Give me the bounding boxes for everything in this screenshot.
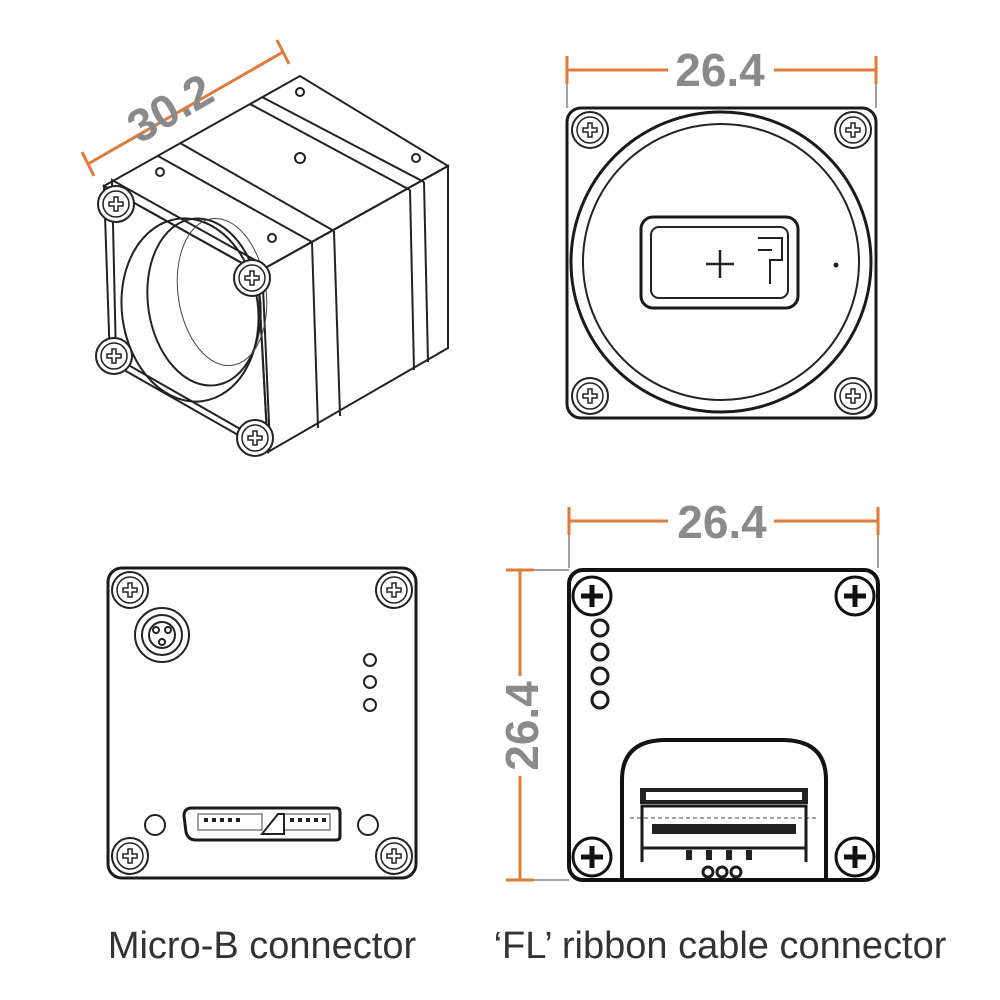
caption-fl-ribbon: ‘FL’ ribbon cable connector: [494, 925, 947, 967]
fl-height-label: 26.4: [496, 681, 548, 771]
back-view-fl: 26.4 26.4: [496, 496, 880, 882]
status-led-2: [363, 675, 377, 689]
front-view: 26.4: [565, 44, 878, 420]
iso-camera-body: [95, 74, 450, 457]
sensor-center-mark: [706, 250, 734, 278]
fl-led-2: [590, 642, 610, 662]
fl-ribbon-connector-icon: [620, 738, 828, 879]
io-connector-icon: [134, 607, 190, 663]
orientation-mark: [758, 237, 783, 284]
front-dimension-line: [565, 56, 878, 108]
back-view-micro-b: [106, 566, 418, 880]
fl-led-1: [590, 618, 610, 638]
status-led-1: [363, 653, 377, 667]
iso-dimension-line: [80, 39, 291, 177]
isometric-view: 30.2: [80, 39, 450, 457]
fl-width-dimension-line: [567, 507, 880, 568]
micro-b-port-icon: [182, 806, 342, 842]
iso-depth-label: 30.2: [118, 63, 222, 153]
fl-height-dimension-line: [506, 568, 569, 882]
fl-led-3: [590, 666, 610, 686]
sensor-window: [639, 215, 800, 310]
fl-led-4: [590, 690, 610, 710]
status-led-3: [363, 698, 377, 712]
lens-mount-inner: [582, 123, 860, 401]
front-plate: [565, 106, 878, 420]
front-width-label: 26.4: [675, 44, 765, 96]
lens-mount-outer: [569, 110, 873, 414]
fl-width-label: 26.4: [677, 496, 767, 548]
caption-micro-b: Micro-B connector: [108, 925, 417, 967]
micro-b-back-plate: [106, 566, 418, 880]
